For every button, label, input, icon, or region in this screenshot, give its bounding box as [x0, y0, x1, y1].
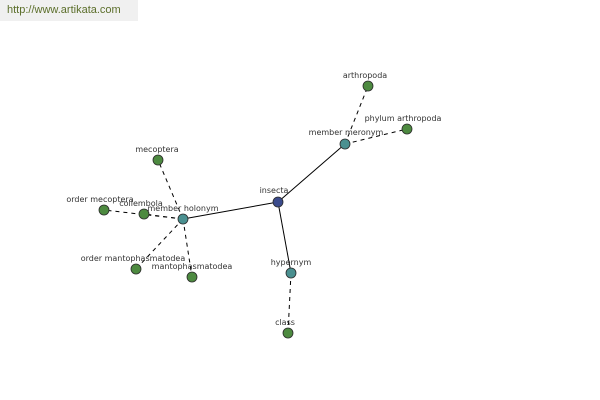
- node-label-phylum-arthropoda[interactable]: phylum arthropoda: [365, 114, 442, 123]
- node-insecta[interactable]: [272, 196, 284, 208]
- node-label-order-mantophasmatodea[interactable]: order mantophasmatodea: [81, 254, 186, 263]
- edge-member-holonym-to-order-mecoptera: [103, 209, 184, 220]
- edge-insecta-to-hypernym: [277, 201, 292, 274]
- labels-layer: insecta member meronym member holonym hyper…: [66, 71, 441, 327]
- node-order-mecoptera[interactable]: [98, 204, 110, 216]
- node-hypernym[interactable]: [285, 267, 297, 279]
- nodes-layer: [98, 80, 413, 339]
- edge-member-holonym-to-mantophasmatodea: [182, 218, 193, 278]
- node-arthropoda[interactable]: [362, 80, 374, 92]
- site-url-link[interactable]: http://www.artikata.com: [7, 4, 121, 16]
- node-label-mecoptera[interactable]: mecoptera: [135, 145, 178, 154]
- edge-member-meronym-to-phylum-arthropoda: [344, 128, 408, 145]
- node-label-class[interactable]: class: [275, 318, 295, 327]
- node-mantophasmatodea[interactable]: [186, 271, 198, 283]
- node-label-mantophasmatodea[interactable]: mantophasmatodea: [152, 262, 233, 271]
- edge-member-holonym-to-order-mantophasmatodea: [135, 218, 184, 270]
- edge-member-holonym-to-mecoptera: [157, 159, 184, 220]
- node-mecoptera[interactable]: [152, 154, 164, 166]
- node-label-member-meronym[interactable]: member meronym: [309, 128, 384, 137]
- node-label-arthropoda[interactable]: arthropoda: [343, 71, 387, 80]
- edge-member-meronym-to-arthropoda: [344, 85, 369, 145]
- edges-layer: [103, 85, 408, 334]
- edge-hypernym-to-class: [287, 272, 292, 334]
- node-label-member-holonym[interactable]: member holonym: [147, 204, 218, 213]
- node-label-collembola[interactable]: collembola: [119, 199, 163, 208]
- edge-member-holonym-to-collembola: [143, 213, 184, 220]
- url-banner: http://www.artikata.com: [0, 0, 138, 21]
- node-label-hypernym[interactable]: hypernym: [271, 258, 312, 267]
- node-member-meronym[interactable]: [339, 138, 351, 150]
- node-label-insecta[interactable]: insecta: [260, 186, 289, 195]
- node-collembola[interactable]: [138, 208, 150, 220]
- node-label-order-mecoptera[interactable]: order mecoptera: [66, 195, 133, 204]
- node-phylum-arthropoda[interactable]: [401, 123, 413, 135]
- edge-insecta-to-member-holonym: [182, 201, 279, 220]
- node-class[interactable]: [282, 327, 294, 339]
- edge-insecta-to-member-meronym: [277, 143, 346, 203]
- node-member-holonym[interactable]: [177, 213, 189, 225]
- node-order-mantophasmatodea[interactable]: [130, 263, 142, 275]
